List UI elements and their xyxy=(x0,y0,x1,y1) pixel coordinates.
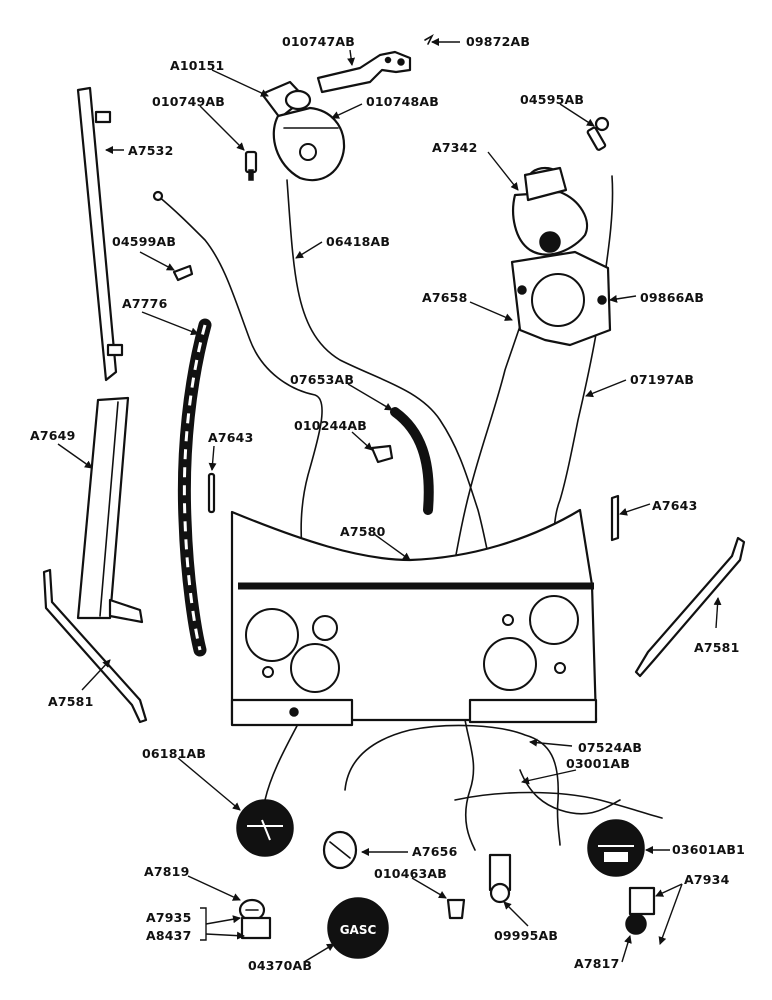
label-A7342: A7342 xyxy=(432,140,477,155)
label-A7819: A7819 xyxy=(144,864,189,879)
gauge-04370AB-text: GASC xyxy=(340,923,377,937)
leader-lines xyxy=(57,38,722,963)
label-06418AB: 06418AB xyxy=(326,234,390,249)
label-010749AB: 010749AB xyxy=(152,94,225,109)
label-07653AB: 07653AB xyxy=(290,372,354,387)
label-09995AB: 09995AB xyxy=(494,928,558,943)
bracket-A7581-right xyxy=(634,536,746,678)
channel-A7649 xyxy=(76,396,144,624)
starter-switch-A7342 xyxy=(512,166,588,256)
label-07524AB: 07524AB xyxy=(578,740,642,755)
label-A7532: A7532 xyxy=(128,143,173,158)
label-03001AB: 03001AB xyxy=(566,756,630,771)
elbow-010244AB xyxy=(370,444,394,464)
label-A7658: A7658 xyxy=(422,290,467,305)
label-07197AB: 07197AB xyxy=(630,372,694,387)
label-010748AB: 010748AB xyxy=(366,94,439,109)
label-010463AB: 010463AB xyxy=(374,866,447,881)
label-010747AB: 010747AB xyxy=(282,34,355,49)
label-A7581-left: A7581 xyxy=(48,694,93,709)
label-A7643-right: A7643 xyxy=(652,498,697,513)
fitting-010749AB xyxy=(244,150,258,181)
label-A7580: A7580 xyxy=(340,524,386,539)
label-A7649: A7649 xyxy=(30,428,75,443)
terminal-04595AB xyxy=(586,116,610,151)
label-A7581-right: A7581 xyxy=(694,640,739,655)
label-A8437: A8437 xyxy=(146,928,191,943)
bracket-A7658 xyxy=(510,250,612,347)
gauge-04370AB: GASC xyxy=(327,897,389,959)
label-A7817: A7817 xyxy=(574,956,619,971)
screw-09872AB xyxy=(424,33,434,45)
clip-04599AB xyxy=(152,190,194,282)
label-09866AB: 09866AB xyxy=(640,290,704,305)
label-09872AB: 09872AB xyxy=(466,34,530,49)
label-A7934: A7934 xyxy=(684,872,730,887)
label-A7656: A7656 xyxy=(412,844,458,859)
label-04370AB: 04370AB xyxy=(248,958,312,973)
label-A7935: A7935 xyxy=(146,910,191,925)
label-04595AB: 04595AB xyxy=(520,92,584,107)
bracket-A7581-left xyxy=(42,568,148,724)
moulding-A7532 xyxy=(76,86,124,382)
strip-A7643-left xyxy=(207,472,216,514)
label-A7776: A7776 xyxy=(122,296,168,311)
label-010244AB: 010244AB xyxy=(294,418,367,433)
strip-A7643-right xyxy=(610,494,620,542)
part-labels: 010747AB 09872AB A10151 010749AB 010748A… xyxy=(30,34,745,973)
switch-A7819 xyxy=(238,898,272,940)
knob-010463AB xyxy=(446,898,466,920)
label-04599AB: 04599AB xyxy=(112,234,176,249)
gauge-03601AB1 xyxy=(587,819,645,877)
gauge-06181AB xyxy=(236,799,294,857)
label-06181AB: 06181AB xyxy=(142,746,206,761)
light-A7656 xyxy=(322,830,358,870)
label-A7643-left: A7643 xyxy=(208,430,253,445)
hose-A7776 xyxy=(177,318,212,657)
bracket-010747AB xyxy=(316,50,412,94)
switch-assembly-A10151 xyxy=(260,80,346,182)
tube-07653AB xyxy=(390,407,434,515)
instrument-panel-A7580 xyxy=(230,508,598,727)
switch-09995AB xyxy=(488,853,512,904)
switch-A7934 xyxy=(625,886,656,935)
label-A10151: A10151 xyxy=(170,58,224,73)
label-03601AB1: 03601AB1 xyxy=(672,842,745,857)
